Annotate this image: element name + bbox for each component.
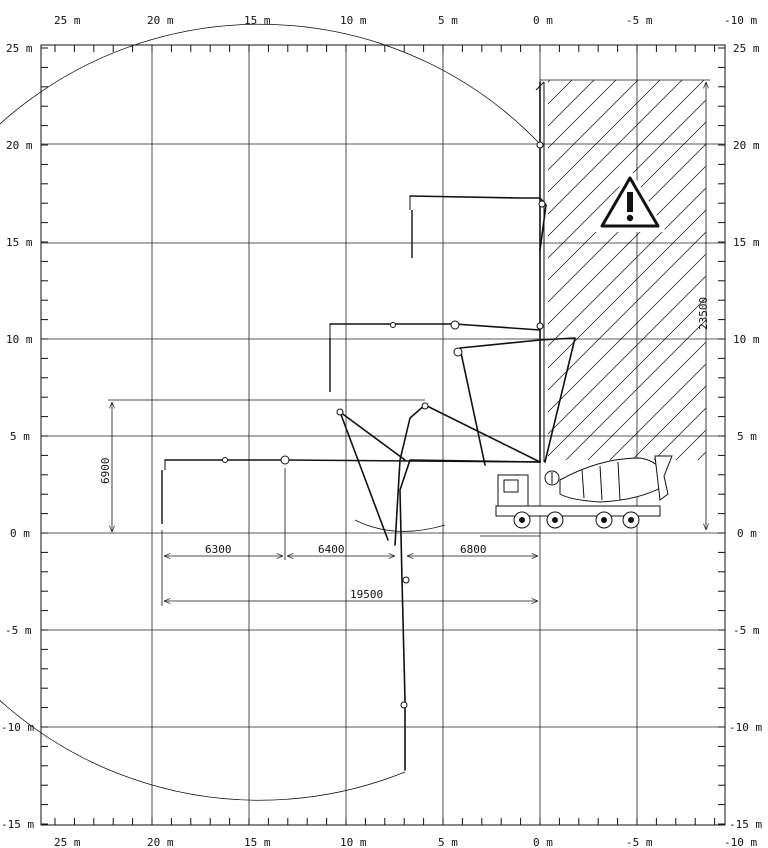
y-label-right-20: 20 m	[733, 139, 760, 152]
y-label-left-20: 20 m	[6, 139, 33, 152]
y-label-left-m5: -5 m	[5, 624, 32, 637]
mixer-pump-truck	[495, 455, 673, 529]
hatch-line	[548, 275, 706, 435]
hatch-line	[548, 297, 706, 457]
x-label-top-m10: -10 m	[724, 14, 757, 27]
reach-envelope-arc	[0, 23, 541, 801]
y-axis-right-labels: 25 m 20 m 15 m 10 m 5 m 0 m -5 m -10 m -…	[729, 42, 762, 831]
dim-label-19500: 19500	[350, 588, 383, 601]
dimension-total-reach: 19500	[164, 588, 538, 601]
x-label-bottom-20: 20 m	[147, 836, 174, 848]
y-label-right-25: 25 m	[733, 42, 760, 55]
boom-position-17m	[409, 195, 547, 258]
y-label-left-25: 25 m	[6, 42, 33, 55]
x-label-top-20: 20 m	[147, 14, 174, 27]
x-axis-top-labels: 25 m 20 m 15 m 10 m 5 m 0 m -5 m -10 m	[54, 14, 757, 27]
y-axis-left-labels: 25 m 20 m 15 m 10 m 5 m 0 m -5 m -10 m -…	[1, 42, 34, 831]
hatch-line	[697, 451, 706, 460]
hatch-line	[548, 209, 706, 369]
hatch-line	[764, 80, 768, 460]
vertical-boom-position	[535, 81, 545, 463]
y-label-right-0: 0 m	[737, 527, 757, 540]
dim-label-6400: 6400	[318, 543, 345, 556]
boom-position-10m	[329, 320, 541, 392]
hatch-line	[548, 80, 617, 149]
x-label-top-15: 15 m	[244, 14, 271, 27]
hatch-line	[720, 80, 768, 460]
hatch-line	[548, 121, 706, 281]
hatch-line	[548, 143, 706, 303]
hatch-line	[548, 99, 706, 259]
x-label-top-25: 25 m	[54, 14, 81, 27]
x-label-top-m5: -5 m	[626, 14, 653, 27]
boom-position-raised-z	[453, 337, 576, 466]
hatch-line	[653, 407, 706, 460]
dimension-segments: 6300 6400 6800	[164, 543, 538, 556]
x-label-top-10: 10 m	[340, 14, 367, 27]
hatch-line	[548, 231, 706, 391]
hatch-line	[548, 80, 551, 83]
y-label-left-10: 10 m	[6, 333, 33, 346]
hatch-line	[548, 253, 706, 413]
hatch-line	[587, 341, 706, 460]
y-label-left-m10: -10 m	[1, 721, 34, 734]
boom-position-arch	[336, 402, 541, 546]
y-label-right-m10: -10 m	[729, 721, 762, 734]
fold-arc-small	[354, 519, 446, 532]
hatch-line	[548, 80, 661, 193]
x-label-bottom-15: 15 m	[244, 836, 271, 848]
hatch-line	[565, 319, 706, 460]
x-label-bottom-25: 25 m	[54, 836, 81, 848]
hatch-line	[548, 80, 705, 237]
x-label-bottom-0: 0 m	[533, 836, 553, 848]
hatch-line	[548, 80, 683, 215]
y-label-right-5: 5 m	[737, 430, 757, 443]
boom-position-downward	[399, 459, 541, 771]
x-label-bottom-5: 5 m	[438, 836, 458, 848]
x-label-top-5: 5 m	[438, 14, 458, 27]
hatch-line	[548, 187, 706, 347]
hatch-line	[609, 363, 706, 460]
y-label-right-15: 15 m	[733, 236, 760, 249]
x-label-bottom-m10: -10 m	[724, 836, 757, 848]
y-label-right-m5: -5 m	[733, 624, 760, 637]
x-label-top-0: 0 m	[533, 14, 553, 27]
x-label-bottom-m5: -5 m	[626, 836, 653, 848]
dim-label-6900: 6900	[99, 458, 112, 485]
plot-frame	[40, 44, 726, 826]
x-axis-bottom-labels: 25 m 20 m 15 m 10 m 5 m 0 m -5 m -10 m	[54, 836, 757, 848]
x-label-bottom-10: 10 m	[340, 836, 367, 848]
y-label-left-15: 15 m	[6, 236, 33, 249]
y-label-right-10: 10 m	[733, 333, 760, 346]
hatch-line	[548, 165, 706, 325]
frame-ticks	[41, 45, 725, 825]
hatch-line	[631, 385, 706, 460]
y-label-right-m15: -15 m	[729, 818, 762, 831]
y-label-left-0: 0 m	[10, 527, 30, 540]
dim-label-6800: 6800	[460, 543, 487, 556]
dim-label-23500: 23500	[697, 297, 710, 330]
hatch-line	[548, 80, 595, 127]
dimension-fold-height: 6900	[99, 399, 425, 532]
y-label-left-m15: -15 m	[1, 818, 34, 831]
dimension-max-height: 23500	[540, 79, 710, 530]
boom-position-horizontal	[161, 455, 541, 524]
y-label-left-5: 5 m	[10, 430, 30, 443]
hatch-line	[742, 80, 768, 460]
hatch-line	[548, 80, 639, 171]
warning-triangle-icon	[600, 176, 660, 228]
dim-label-6300: 6300	[205, 543, 232, 556]
restricted-zone-hatch	[548, 80, 768, 460]
